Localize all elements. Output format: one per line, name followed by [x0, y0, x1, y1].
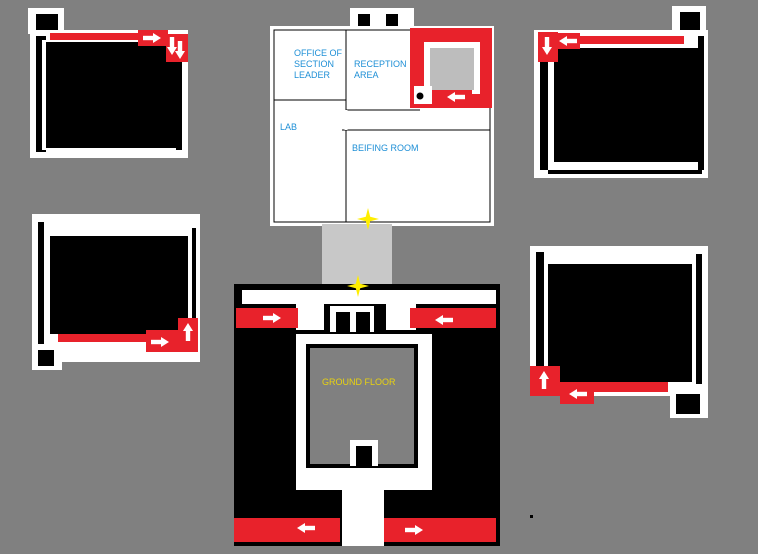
briefing-room-label: BEIFING ROOM: [352, 143, 419, 153]
office-label: OFFICE OF SECTION LEADER: [294, 48, 342, 80]
ground-floor-label: GROUND FLOOR: [322, 377, 396, 387]
route-corridor: [550, 382, 668, 392]
stray-dot: [530, 515, 533, 518]
block-mid-left: [32, 214, 200, 370]
star-marker-icon: [357, 208, 379, 230]
block-top-right: [534, 6, 708, 178]
lab-label: LAB: [280, 122, 298, 132]
block-top-left: [28, 8, 188, 158]
headquarters-building: [270, 8, 494, 226]
route-corridor: [50, 33, 168, 40]
route-corridor: [384, 518, 496, 542]
reception-label: RECEPTION AREA: [354, 59, 407, 80]
route-corridor: [234, 518, 340, 542]
ground-floor-complex: [234, 284, 500, 546]
block-mid-right: [530, 246, 708, 418]
star-marker-icon: [347, 275, 369, 297]
route-corridor: [548, 36, 684, 44]
route-corridor: [410, 308, 496, 328]
route-corridor: [58, 334, 188, 342]
connecting-corridor: [322, 224, 392, 288]
